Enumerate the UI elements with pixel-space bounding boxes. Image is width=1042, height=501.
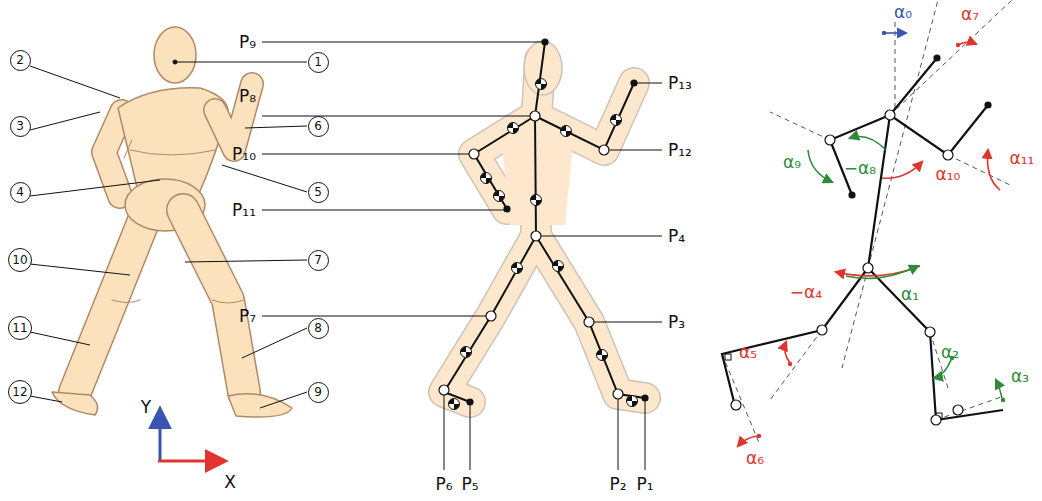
point-label: P₁₂ xyxy=(668,142,692,159)
point-label: P₅ xyxy=(461,476,478,493)
point-label: P₁₃ xyxy=(668,75,692,92)
point-label: P₂ xyxy=(609,476,626,493)
leader-lines xyxy=(30,60,307,408)
callout-number: 5 xyxy=(314,186,322,198)
point-label: P₁₁ xyxy=(232,202,256,219)
point-label: P₄ xyxy=(668,228,685,245)
callout-circle: 11 xyxy=(8,316,32,340)
angle-label: α₁₁ xyxy=(1010,150,1035,167)
callout-circle: 2 xyxy=(10,50,31,71)
point-label: P₁₀ xyxy=(232,146,256,163)
callout-circle: 3 xyxy=(10,116,31,137)
axes xyxy=(158,410,224,461)
callout-number: 8 xyxy=(314,322,322,334)
body-figure xyxy=(52,27,292,417)
callout-number: 9 xyxy=(314,386,322,398)
angle-arcs xyxy=(738,31,1005,446)
angle-label: α₇ xyxy=(961,6,979,23)
angle-label: α₆ xyxy=(746,450,764,467)
point-label: P₇ xyxy=(239,308,256,325)
callout-number: 6 xyxy=(314,120,322,132)
angle-label: α₁ xyxy=(901,286,919,303)
angle-label: −α₄ xyxy=(790,284,822,301)
reference-lines xyxy=(722,0,1012,445)
stick-figure xyxy=(722,58,1003,420)
callout-number: 4 xyxy=(16,186,24,198)
angle-label: α₂ xyxy=(941,344,959,361)
angle-label: −α₈ xyxy=(844,160,876,177)
callout-circle: 5 xyxy=(308,182,329,203)
callout-circle: 10 xyxy=(8,248,32,272)
point-label: P₃ xyxy=(668,314,685,331)
callout-number: 10 xyxy=(12,254,27,266)
callout-number: 3 xyxy=(16,120,24,132)
angle-label: α₁₀ xyxy=(936,166,961,183)
callout-circle: 9 xyxy=(308,382,329,403)
axis-label: Y xyxy=(141,399,151,416)
callout-number: 2 xyxy=(16,54,24,66)
point-label: P₆ xyxy=(435,476,452,493)
com-markers xyxy=(449,79,638,410)
callout-number: 12 xyxy=(12,386,27,398)
callout-circle: 4 xyxy=(10,182,31,203)
point-label: P₈ xyxy=(239,88,256,105)
callout-circle: 6 xyxy=(308,116,329,137)
body-silhouette xyxy=(444,41,645,402)
point-label: P₁ xyxy=(636,476,653,493)
callout-circle: 1 xyxy=(308,52,329,73)
callout-number: 1 xyxy=(314,56,322,68)
angle-label: α₃ xyxy=(1011,368,1029,385)
callout-circle: 12 xyxy=(8,380,32,404)
point-leaders xyxy=(262,42,662,470)
callout-number: 11 xyxy=(12,322,27,334)
stick-joints xyxy=(731,55,991,425)
axis-label: X xyxy=(224,474,236,491)
angle-label: α₅ xyxy=(739,344,757,361)
callout-circle: 7 xyxy=(308,250,329,271)
angle-label: α₀ xyxy=(894,4,912,21)
angle-label: α₉ xyxy=(783,154,801,171)
joints xyxy=(439,39,648,405)
point-label: P₉ xyxy=(239,34,256,51)
callout-number: 7 xyxy=(314,254,322,266)
skeleton xyxy=(444,42,645,402)
callout-circle: 8 xyxy=(308,318,329,339)
